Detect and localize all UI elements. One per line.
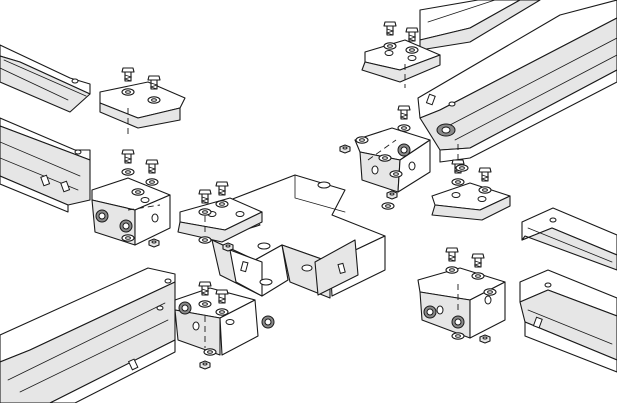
- plate-top-left: [99, 81, 186, 129]
- tray-left: [0, 117, 91, 213]
- bolt-group-center: [198, 181, 234, 252]
- bolt-group-left: [95, 149, 161, 248]
- tray-right-mid: [521, 207, 617, 271]
- bracket-right-upper: [354, 127, 431, 193]
- tray-bottom-left: [0, 267, 176, 403]
- tray-top-left: [0, 44, 91, 113]
- bolt-group-bottom: [178, 281, 275, 370]
- tray-top-right: [419, 0, 541, 51]
- tray-right-upper: [417, 0, 617, 163]
- cross-fitting: [211, 174, 386, 299]
- bolt-group-right-mid: [451, 140, 492, 194]
- bolt-group-right-upper: [339, 105, 411, 210]
- plate-right-mid: [431, 182, 511, 221]
- plate-center-left: [177, 197, 263, 243]
- bracket-right-lower: [417, 267, 506, 339]
- plate-top-right: [361, 39, 441, 83]
- bracket-bottom: [174, 287, 259, 356]
- bolt-group-top-left: [121, 67, 161, 135]
- bracket-left: [91, 177, 171, 246]
- tray-right-lower: [519, 269, 617, 373]
- bolt-group-right-lower: [423, 247, 497, 344]
- bolt-group-top-right: [383, 21, 419, 88]
